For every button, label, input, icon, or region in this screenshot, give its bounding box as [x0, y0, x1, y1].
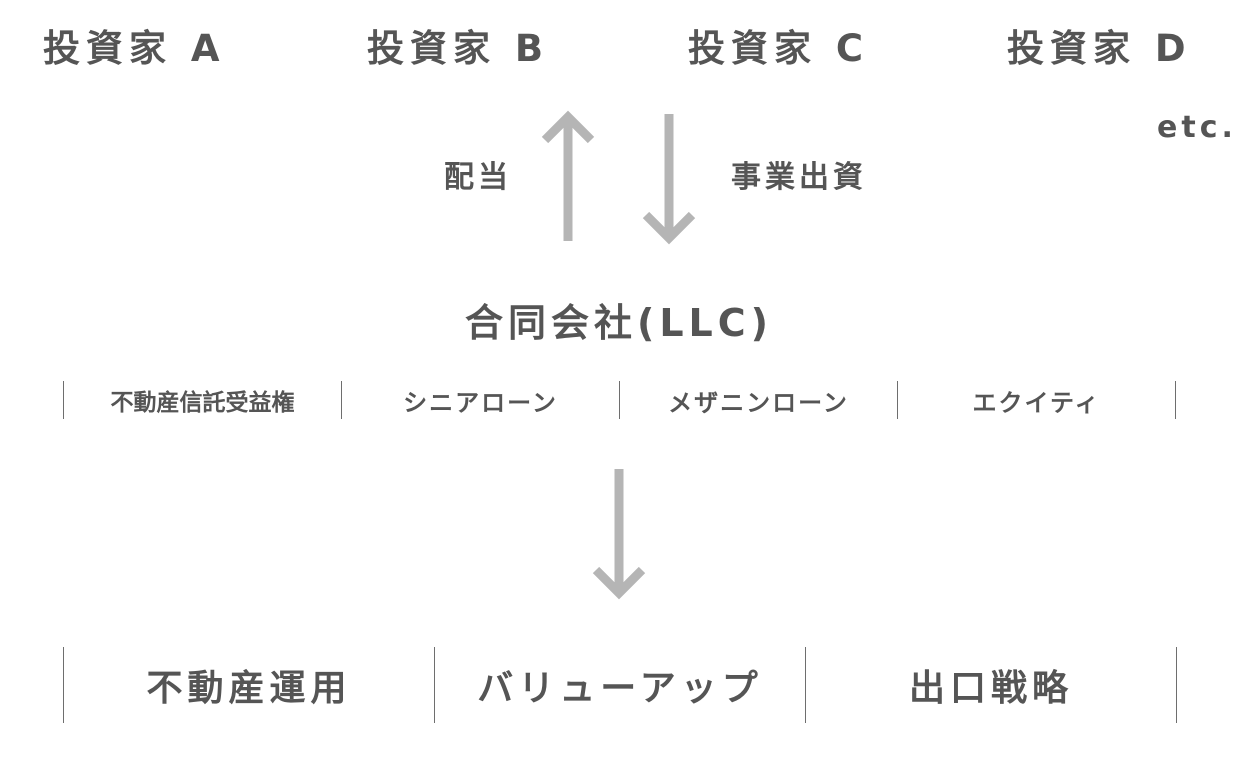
dividend-up-arrow-icon — [541, 110, 595, 241]
investment-down-arrow-icon — [642, 114, 696, 245]
investors-etc-label: etc. — [1157, 110, 1237, 145]
separator — [434, 647, 435, 723]
separator — [1176, 647, 1177, 723]
dividend-label: 配当 — [444, 160, 512, 195]
instrument-equity: エクイティ — [972, 388, 1101, 417]
llc-title: 合同会社(LLC) — [464, 301, 774, 345]
instrument-mezzanine-loan: メザニンローン — [668, 388, 849, 417]
separator — [341, 381, 342, 419]
investor-a-label: 投資家 A — [43, 27, 226, 70]
operation-value-up: バリューアップ — [477, 668, 763, 709]
llc-instruments-row: 不動産信託受益権 シニアローン メザニンローン エクイティ — [63, 381, 1176, 419]
operations-down-arrow-icon — [592, 469, 646, 600]
investment-label: 事業出資 — [731, 160, 867, 195]
separator — [63, 647, 64, 723]
separator — [897, 381, 898, 419]
instrument-trust-beneficiary-rights: 不動産信託受益権 — [110, 390, 295, 416]
separator — [63, 381, 64, 419]
investor-d-label: 投資家 D — [1007, 27, 1192, 70]
separator — [1175, 381, 1176, 419]
investor-b-label: 投資家 B — [367, 27, 550, 70]
investor-c-label: 投資家 C — [688, 27, 870, 70]
separator — [619, 381, 620, 419]
separator — [805, 647, 806, 723]
operation-exit-strategy: 出口戦略 — [908, 668, 1073, 709]
operations-row: 不動産運用 バリューアップ 出口戦略 — [63, 647, 1177, 723]
instrument-senior-loan: シニアローン — [403, 388, 558, 417]
operation-property-management: 不動産運用 — [146, 668, 352, 709]
